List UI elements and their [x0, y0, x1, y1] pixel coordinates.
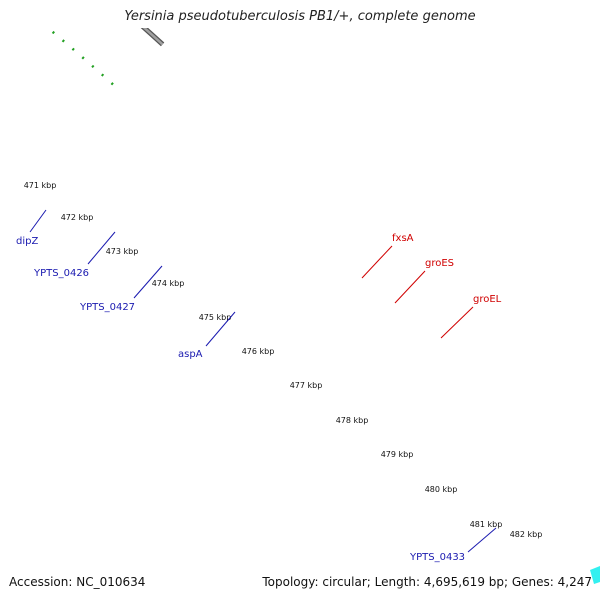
backbone — [142, 28, 164, 46]
tick-label-475-kbp: 475 kbp — [199, 313, 232, 322]
tick-label-478-kbp: 478 kbp — [336, 416, 369, 425]
leader-line-YPTS_0426 — [87, 231, 116, 265]
gene-label-dipZ[interactable]: dipZ — [16, 236, 38, 247]
leader-line-groEL — [440, 306, 474, 339]
gene-feature-cyan-corner[interactable] — [590, 566, 600, 584]
gene-label-YPTS_0426[interactable]: YPTS_0426 — [33, 268, 89, 279]
gene-feature-red-edge-shape — [104, 0, 125, 6]
accession-label: Accession: NC_010634 — [9, 575, 146, 589]
leader-line-YPTS_0433 — [467, 527, 497, 553]
gene-label-groES[interactable]: groES — [425, 258, 454, 269]
tick-label-477-kbp: 477 kbp — [290, 381, 323, 390]
genome-stats-label: Topology: circular; Length: 4,695,619 bp… — [262, 575, 592, 589]
leader-line-YPTS_0427 — [133, 265, 163, 299]
gc-content-track-inner — [45, 28, 121, 92]
gene-label-YPTS_0427[interactable]: YPTS_0427 — [79, 302, 135, 313]
gene-feature-red-edge[interactable] — [104, 0, 125, 6]
gene-label-YPTS_0433[interactable]: YPTS_0433 — [409, 552, 465, 563]
tick-label-471-kbp: 471 kbp — [24, 181, 57, 190]
leader-line-dipZ — [29, 209, 47, 233]
tick-label-482-kbp: 482 kbp — [510, 530, 543, 539]
gene-label-fxsA[interactable]: fxsA — [392, 233, 414, 244]
tick-label-472-kbp: 472 kbp — [61, 213, 94, 222]
tick-label-474-kbp: 474 kbp — [152, 279, 185, 288]
tick-label-473-kbp: 473 kbp — [106, 247, 139, 256]
leader-line-aspA — [205, 311, 236, 347]
map-title: Yersinia pseudotuberculosis PB1/+, compl… — [124, 9, 476, 24]
leader-line-groES — [394, 270, 426, 304]
gene-label-groEL[interactable]: groEL — [473, 294, 502, 305]
gene-label-aspA[interactable]: aspA — [178, 349, 203, 360]
tick-label-479-kbp: 479 kbp — [381, 450, 414, 459]
tick-label-476-kbp: 476 kbp — [242, 347, 275, 356]
backbone-shadow — [140, 28, 165, 47]
tick-label-480-kbp: 480 kbp — [425, 485, 458, 494]
tick-label-481-kbp: 481 kbp — [470, 520, 503, 529]
leader-line-fxsA — [361, 245, 393, 279]
